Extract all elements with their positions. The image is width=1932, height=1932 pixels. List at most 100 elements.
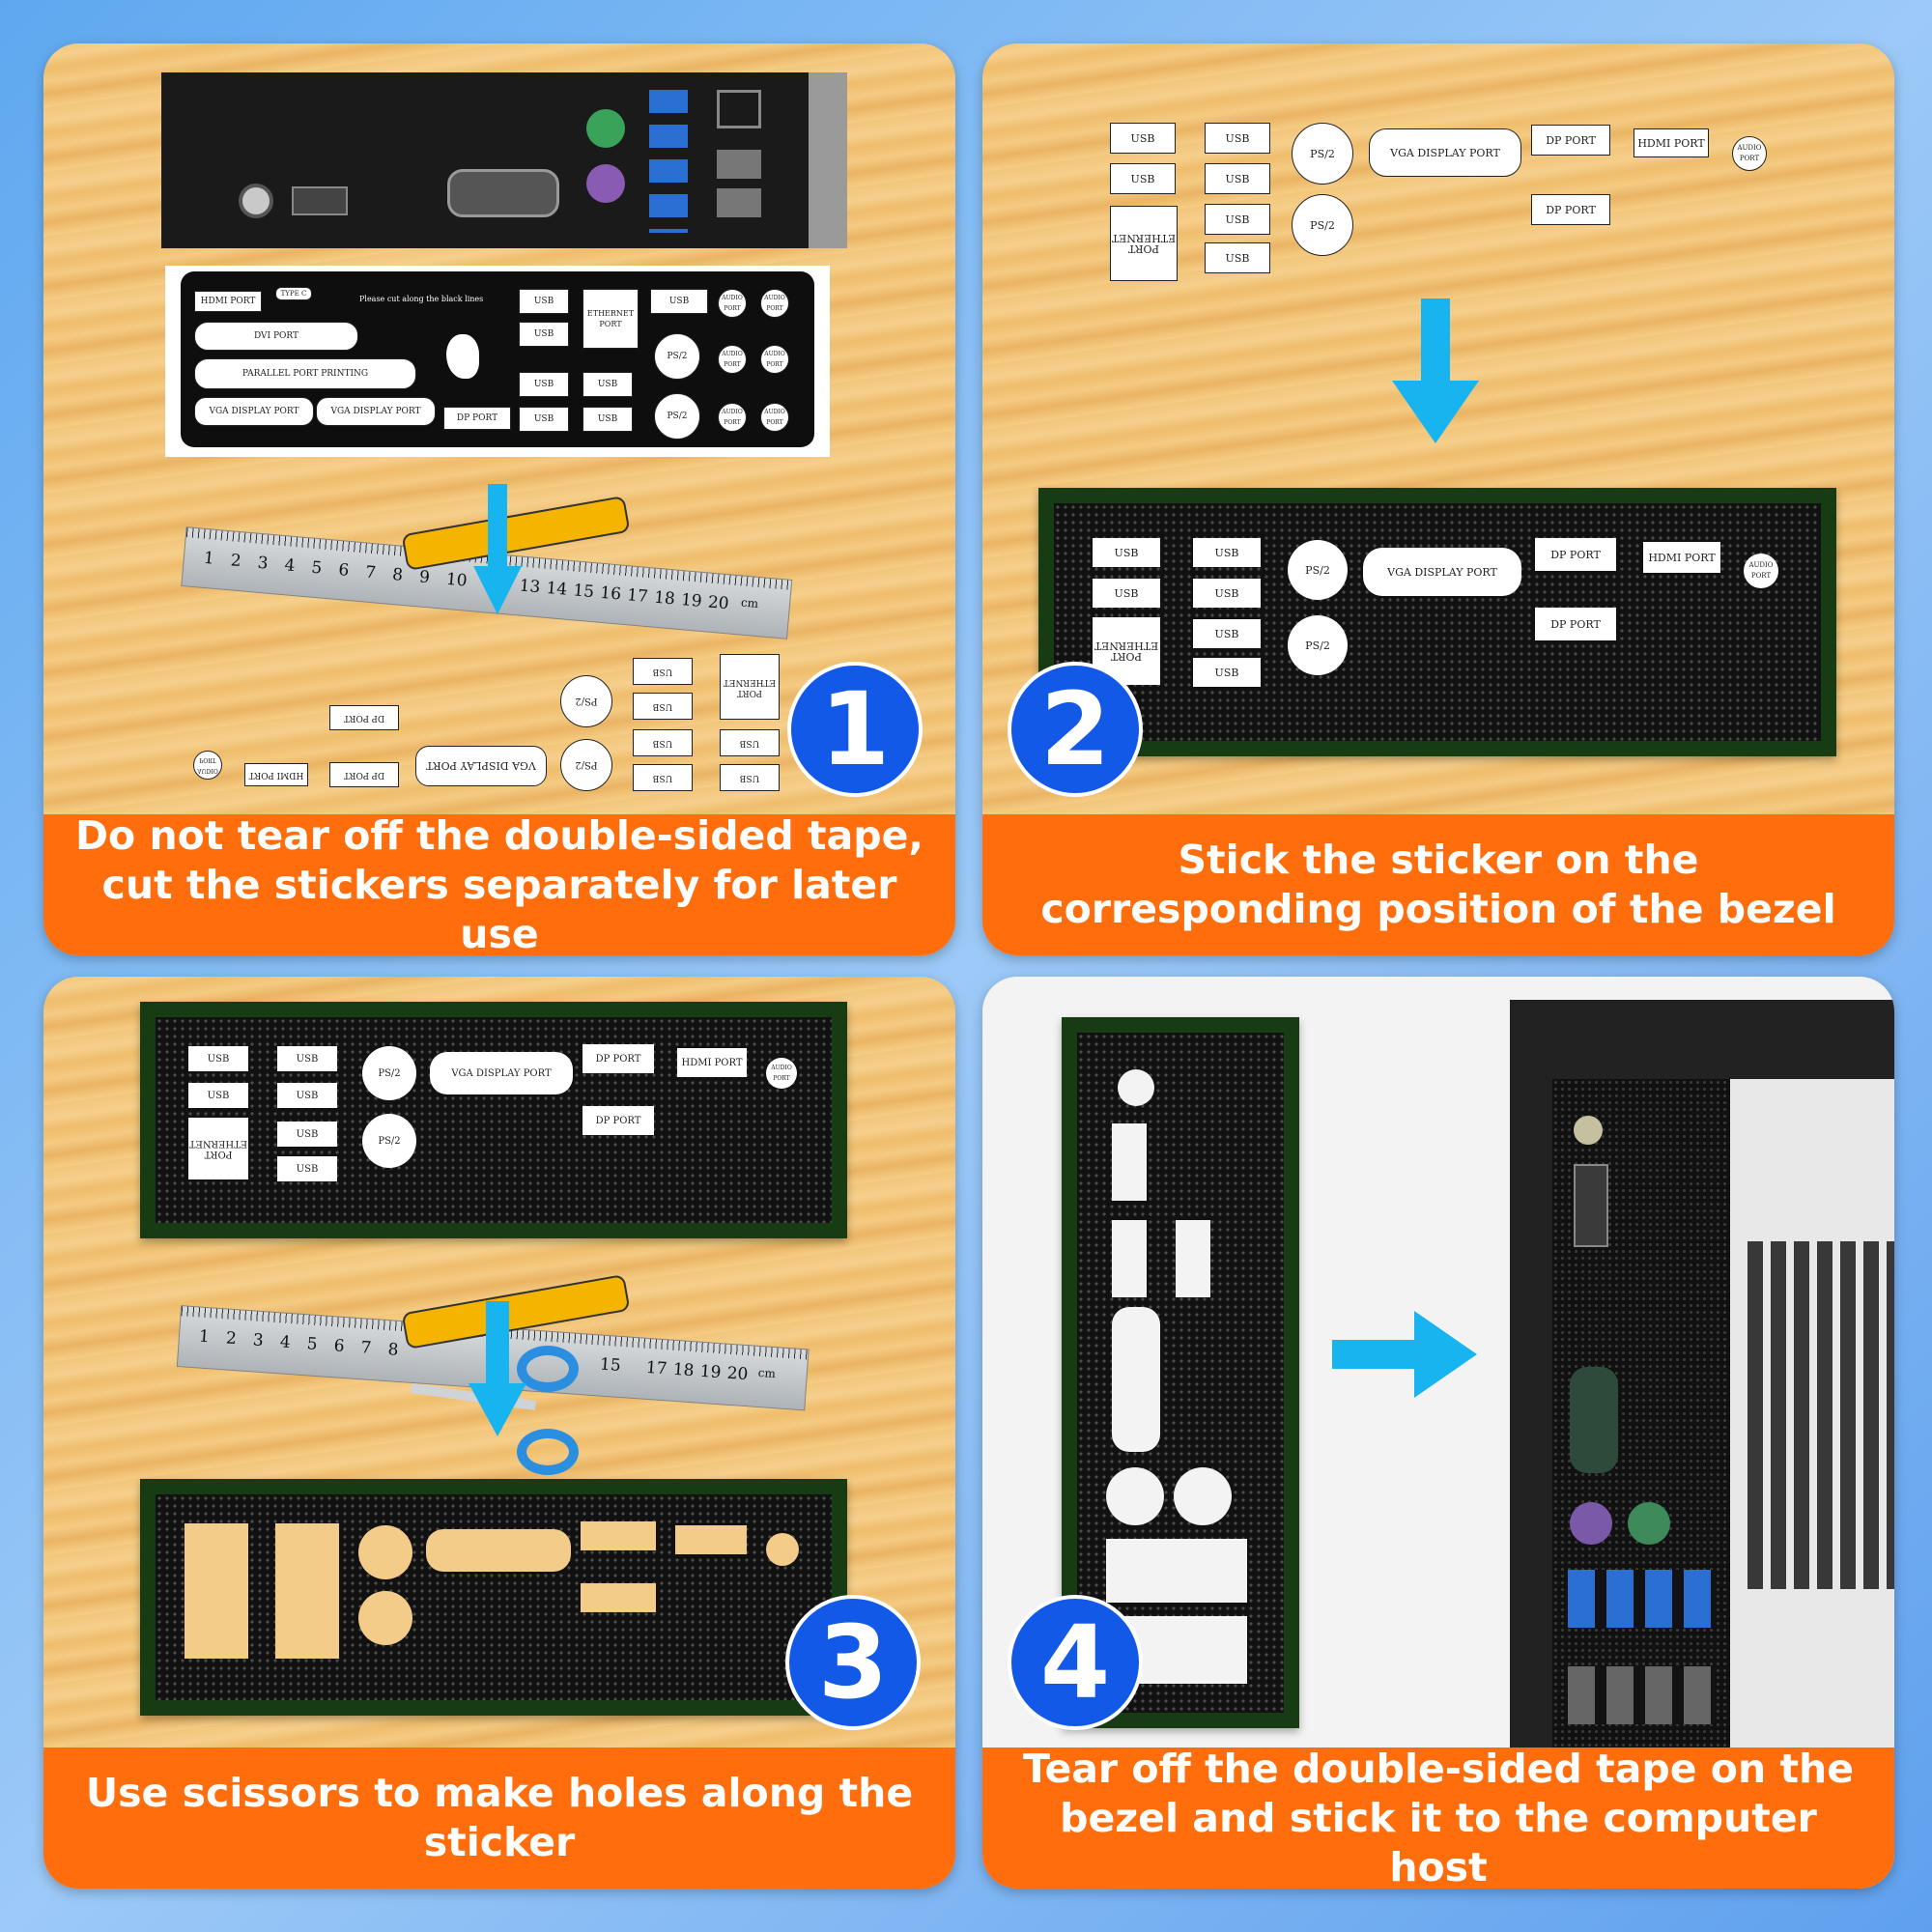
cut-usb-sticker-4: USB <box>633 764 693 791</box>
ruler-num: 5 <box>306 1334 319 1355</box>
ruler-num: 8 <box>391 564 404 585</box>
step-1-panel: HDMI PORT TYPE C Please cut along the bl… <box>43 43 955 955</box>
ruler-num: 16 <box>599 582 622 605</box>
bezel-hdmi: HDMI PORT <box>677 1048 747 1077</box>
bezel-usb-1: USB <box>1093 538 1160 567</box>
loose-usb-5: USB <box>1205 204 1270 235</box>
computer-host-photo <box>1510 1000 1894 1767</box>
ruler-unit: cm <box>757 1365 777 1381</box>
bezel-usb-5: USB <box>277 1122 337 1147</box>
bezel-dp-1: DP PORT <box>582 1044 654 1073</box>
sheet-vga1-label: VGA DISPLAY PORT <box>194 397 314 426</box>
sheet-dvi-label: DVI PORT <box>194 322 358 351</box>
ruler-num: 7 <box>359 1338 373 1358</box>
ruler-unit: cm <box>740 595 759 611</box>
cut-usb-sticker-5: USB <box>720 729 780 756</box>
cut-usb-sticker-6: USB <box>720 764 780 791</box>
ruler-num: 10 <box>445 569 469 591</box>
sheet-usb-7: USB <box>650 289 708 314</box>
sheet-audio-4: AUDIO PORT <box>760 345 789 374</box>
cut-dp-sticker-1: DP PORT <box>329 705 399 730</box>
loose-vga: VGA DISPLAY PORT <box>1369 128 1521 177</box>
ruler-num: 9 <box>418 567 431 588</box>
ruler-num: 6 <box>337 560 351 581</box>
sheet-cut-note: Please cut along the black lines <box>359 295 484 303</box>
sheet-usb-6: USB <box>582 407 633 432</box>
bezel-audio: AUDIO PORT <box>1744 554 1778 588</box>
bezel-usb-1: USB <box>188 1046 248 1071</box>
ruler-num: 20 <box>707 592 730 614</box>
cut-hdmi-sticker: HDMI PORT <box>244 763 308 786</box>
bezel-dp-1: DP PORT <box>1535 538 1616 571</box>
ruler-num: 1 <box>198 1326 211 1348</box>
sheet-audio-1: AUDIO PORT <box>718 289 747 318</box>
bezel-usb-3: USB <box>277 1046 337 1071</box>
bezel-ps2-1: PS/2 <box>362 1046 416 1100</box>
ruler-num: 1 <box>203 548 215 569</box>
ruler-num: 2 <box>225 1328 238 1350</box>
bezel-with-holes <box>140 1479 847 1716</box>
ruler-num: 14 <box>545 578 568 600</box>
sheet-audio-3: AUDIO PORT <box>718 345 747 374</box>
bezel-usb-2: USB <box>188 1083 248 1108</box>
ruler-num: 5 <box>310 557 324 579</box>
bezel-usb-4: USB <box>277 1083 337 1108</box>
ruler-num: 8 <box>386 1340 400 1360</box>
step-badge-3: 3 <box>785 1595 921 1730</box>
loose-dp-1: DP PORT <box>1531 125 1610 156</box>
bezel-with-stickers: USB USB PORT ETHERNET USB USB USB USB PS… <box>140 1002 847 1238</box>
motherboard-io-photo <box>161 72 847 248</box>
bezel-usb-6: USB <box>277 1156 337 1181</box>
bezel-dp-2: DP PORT <box>582 1106 654 1135</box>
step-2-panel: USB USB PORT ETHERNET USB USB USB USB PS… <box>982 43 1894 955</box>
bezel-dp-2: DP PORT <box>1535 608 1616 640</box>
ruler-num: 19 <box>680 590 703 611</box>
scissors-icon <box>410 1334 613 1489</box>
cut-vga-sticker: VGA DISPLAY PORT <box>415 746 547 786</box>
loose-audio: AUDIO PORT <box>1732 136 1767 171</box>
ruler-num: 3 <box>252 1330 265 1351</box>
ruler-num: 18 <box>653 587 676 610</box>
loose-hdmi: HDMI PORT <box>1634 128 1709 157</box>
sheet-dp-label: DP PORT <box>443 407 511 430</box>
arrow-down-icon <box>473 484 522 614</box>
ruler-num: 20 <box>725 1363 749 1385</box>
arrow-right-icon <box>1332 1311 1477 1398</box>
bezel-usb-4: USB <box>1193 579 1261 608</box>
vertical-bezel <box>1062 1017 1299 1728</box>
step-3-caption: Use scissors to make holes along the sti… <box>43 1747 955 1889</box>
sheet-typec-label: TYPE C <box>275 287 312 300</box>
loose-usb-2: USB <box>1110 163 1176 194</box>
bezel-vga: VGA DISPLAY PORT <box>1363 548 1521 596</box>
bezel-vga: VGA DISPLAY PORT <box>430 1052 573 1094</box>
loose-usb-3: USB <box>1205 123 1270 154</box>
logo-icon <box>446 334 479 379</box>
sheet-hdmi-label: HDMI PORT <box>194 291 262 312</box>
bezel-with-stickers: USB USB PORT ETHERNET USB USB USB USB PS… <box>1038 488 1836 756</box>
sticker-sheet: HDMI PORT TYPE C Please cut along the bl… <box>165 266 830 457</box>
bezel-ps2-2: PS/2 <box>362 1114 416 1168</box>
loose-usb-6: USB <box>1205 242 1270 273</box>
ruler-num: 4 <box>279 1332 292 1353</box>
sheet-usb-1: USB <box>519 289 569 314</box>
sheet-vga2-label: VGA DISPLAY PORT <box>316 397 436 426</box>
ruler-num: 13 <box>518 576 542 598</box>
cut-ps2-sticker-2: PS/2 <box>560 739 612 791</box>
step-2-caption: Stick the sticker on the corresponding p… <box>982 814 1894 955</box>
loose-ethernet: PORT ETHERNET <box>1110 206 1178 281</box>
bezel-hdmi: HDMI PORT <box>1643 542 1720 573</box>
ruler-num: 6 <box>332 1336 346 1356</box>
cut-dp-sticker-2: DP PORT <box>329 762 399 787</box>
ruler-num: 7 <box>364 562 377 583</box>
bezel-ps2-2: PS/2 <box>1288 615 1348 675</box>
cut-usb-sticker-3: USB <box>633 729 693 756</box>
step-3-panel: USB USB PORT ETHERNET USB USB USB USB PS… <box>43 977 955 1889</box>
ruler-num: 18 <box>672 1359 696 1381</box>
step-badge-1: 1 <box>787 662 923 797</box>
bezel-usb-5: USB <box>1193 619 1261 648</box>
arrow-down-icon <box>469 1301 526 1436</box>
loose-usb-4: USB <box>1205 163 1270 194</box>
step-badge-4: 4 <box>1008 1595 1143 1730</box>
arrow-down-icon <box>1392 298 1479 443</box>
sheet-ps2-1: PS/2 <box>654 333 700 380</box>
